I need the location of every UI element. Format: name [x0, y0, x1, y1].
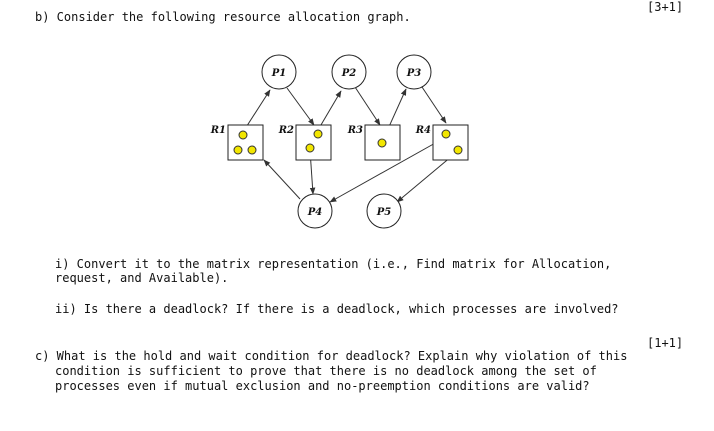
edge-p4-r1	[263, 159, 301, 200]
process-p4-node	[297, 193, 333, 229]
question-c-marks: [1+1]	[647, 336, 684, 350]
r4-instance-2	[453, 145, 463, 155]
question-c-line3: processes even if mutual exclusion and n…	[55, 379, 590, 393]
process-p3-label: P3	[406, 68, 422, 79]
question-b-marks: [3+1]	[647, 0, 684, 14]
r2-instance-1	[313, 129, 323, 139]
r1-instance-1	[238, 130, 248, 140]
process-p5-node	[366, 193, 402, 229]
r4-instance-1	[441, 129, 451, 139]
process-p2-node	[331, 54, 367, 90]
r2-instance-2	[305, 143, 315, 153]
process-p1-node	[261, 54, 297, 90]
resource-r2-label: R2	[278, 125, 294, 136]
edge-r2-p2	[317, 90, 342, 131]
question-b-part-i-line2: request, and Available).	[55, 271, 229, 285]
resource-r2-box	[295, 124, 332, 161]
question-b-part-ii: ii) Is there a deadlock? If there is a d…	[55, 302, 619, 316]
edge-p2-r3	[354, 86, 381, 126]
question-c-line2: condition is sufficient to prove that th…	[55, 364, 597, 378]
r1-instance-3	[247, 145, 257, 155]
question-c-line1: c) What is the hold and wait condition f…	[35, 349, 628, 363]
edge-p3-r4	[421, 86, 447, 124]
process-p5-label: P5	[376, 207, 392, 218]
process-p2-label: P2	[341, 68, 357, 79]
r3-instance-1	[377, 138, 387, 148]
process-p3-node	[396, 54, 432, 90]
resource-r4-label: R4	[415, 125, 431, 136]
r1-instance-2	[233, 145, 243, 155]
question-b-part-i-line1: i) Convert it to the matrix representati…	[55, 257, 612, 271]
resource-r4-box	[432, 124, 469, 161]
edge-r4-p4	[329, 136, 447, 203]
question-b-intro: b) Consider the following resource alloc…	[35, 10, 411, 24]
resource-r1-label: R1	[210, 125, 226, 136]
resource-r1-box	[227, 124, 264, 161]
resource-r3-label: R3	[347, 125, 363, 136]
process-p4-label: P4	[307, 207, 323, 218]
edge-p1-r2	[286, 87, 315, 126]
process-p1-label: P1	[271, 68, 286, 79]
